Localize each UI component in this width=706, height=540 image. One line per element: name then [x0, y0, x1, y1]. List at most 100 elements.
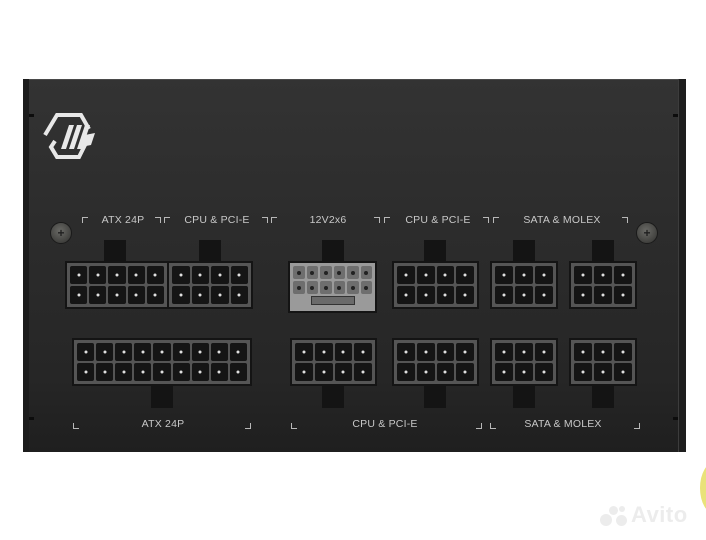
connector-pin [515, 343, 533, 361]
connector-latch [104, 240, 126, 262]
connector-pin [191, 266, 209, 284]
bracket-icon [622, 217, 628, 223]
connector-pin [127, 266, 145, 284]
connector-cpu-pcie-8pin[interactable] [392, 338, 479, 386]
connector-pin [115, 363, 133, 381]
connector-pin [333, 266, 345, 279]
connector-pin [574, 266, 592, 284]
connector-pin [456, 266, 474, 284]
connector-pin [314, 343, 333, 361]
connector-pin [574, 343, 592, 361]
connector-pin [333, 281, 345, 294]
watermark-text: Avito [631, 502, 688, 527]
connector-pin [295, 363, 313, 381]
connector-pin [314, 363, 333, 381]
connector-pin [594, 363, 612, 381]
connector-pin [594, 343, 612, 361]
connector-latch [513, 240, 535, 262]
connector-pin [495, 343, 513, 361]
connector-pin [172, 266, 190, 284]
connector-pin [436, 363, 455, 381]
connector-pin [535, 363, 553, 381]
connector-pin [416, 286, 435, 304]
connector-pin [614, 286, 632, 304]
connector-pin [397, 286, 415, 304]
connector-latch [322, 240, 344, 262]
connector-atx-10pin[interactable] [65, 261, 169, 309]
bracket-icon [262, 217, 268, 223]
label-bottom-atx: ATX 24P [141, 418, 185, 430]
connector-latch [424, 240, 446, 262]
connector-pin [77, 343, 95, 361]
bracket-icon [291, 423, 297, 429]
connector-pin [293, 266, 305, 279]
connector-pin [535, 286, 553, 304]
label-top-cpu-1: CPU & PCI-E [184, 214, 250, 226]
connector-pin [70, 286, 88, 304]
connector-pin [347, 281, 359, 294]
connector-pin [153, 363, 171, 381]
connector-pin [436, 286, 455, 304]
bracket-icon [155, 217, 161, 223]
connector-pin [172, 363, 190, 381]
connector-pin [210, 343, 228, 361]
connector-latch [199, 240, 221, 262]
panel-notch [29, 417, 34, 420]
connector-pin [515, 363, 533, 381]
connector-pin [153, 343, 171, 361]
connector-pin [172, 286, 190, 304]
connector-pin [293, 281, 305, 294]
label-top-12v2x6: 12V2x6 [309, 214, 347, 226]
connector-pin [614, 343, 632, 361]
connector-pin [416, 363, 435, 381]
connector-pin [127, 286, 145, 304]
connector-pin [416, 343, 435, 361]
connector-pin [456, 363, 474, 381]
connector-latch [151, 386, 173, 408]
connector-pin [191, 363, 209, 381]
connector-pin [108, 286, 126, 304]
12v2x6-sense-slot [311, 296, 355, 305]
connector-pin [456, 286, 474, 304]
connector-atx-18pin[interactable] [72, 338, 252, 386]
panel-notch [29, 114, 34, 117]
connector-cpu-pcie-8pin[interactable] [167, 261, 253, 309]
connector-sata-molex-6pin[interactable] [490, 261, 558, 309]
bracket-icon [374, 217, 380, 223]
connector-pin [334, 343, 353, 361]
bracket-icon [483, 217, 489, 223]
connector-latch [513, 386, 535, 408]
decorative-arc [700, 462, 706, 514]
connector-pin [574, 363, 592, 381]
connector-pin [230, 266, 248, 284]
connector-pin [211, 286, 229, 304]
connector-pin [191, 286, 209, 304]
connector-pin [334, 363, 353, 381]
connector-cpu-pcie-8pin[interactable] [290, 338, 377, 386]
connector-pin [70, 266, 88, 284]
connector-pin [77, 363, 95, 381]
connector-sata-molex-6pin[interactable] [569, 338, 637, 386]
connector-pin [416, 266, 435, 284]
connector-pin [89, 286, 107, 304]
label-top-cpu-2: CPU & PCI-E [405, 214, 471, 226]
connector-latch [322, 386, 344, 408]
connector-pin [96, 363, 114, 381]
connector-pin [436, 266, 455, 284]
connector-pin [115, 343, 133, 361]
connector-sata-molex-6pin[interactable] [569, 261, 637, 309]
bracket-icon [384, 217, 390, 223]
connector-pin [306, 266, 318, 279]
connector-pin [574, 286, 592, 304]
bracket-icon [493, 217, 499, 223]
connector-cpu-pcie-8pin[interactable] [392, 261, 479, 309]
connector-12v2x6[interactable] [288, 261, 377, 313]
connector-pin [360, 266, 372, 279]
connector-pin [535, 343, 553, 361]
connector-sata-molex-6pin[interactable] [490, 338, 558, 386]
connector-pin [495, 363, 513, 381]
connector-pin [594, 266, 612, 284]
connector-pin [229, 343, 247, 361]
connector-pin [436, 343, 455, 361]
connector-pin [134, 363, 152, 381]
